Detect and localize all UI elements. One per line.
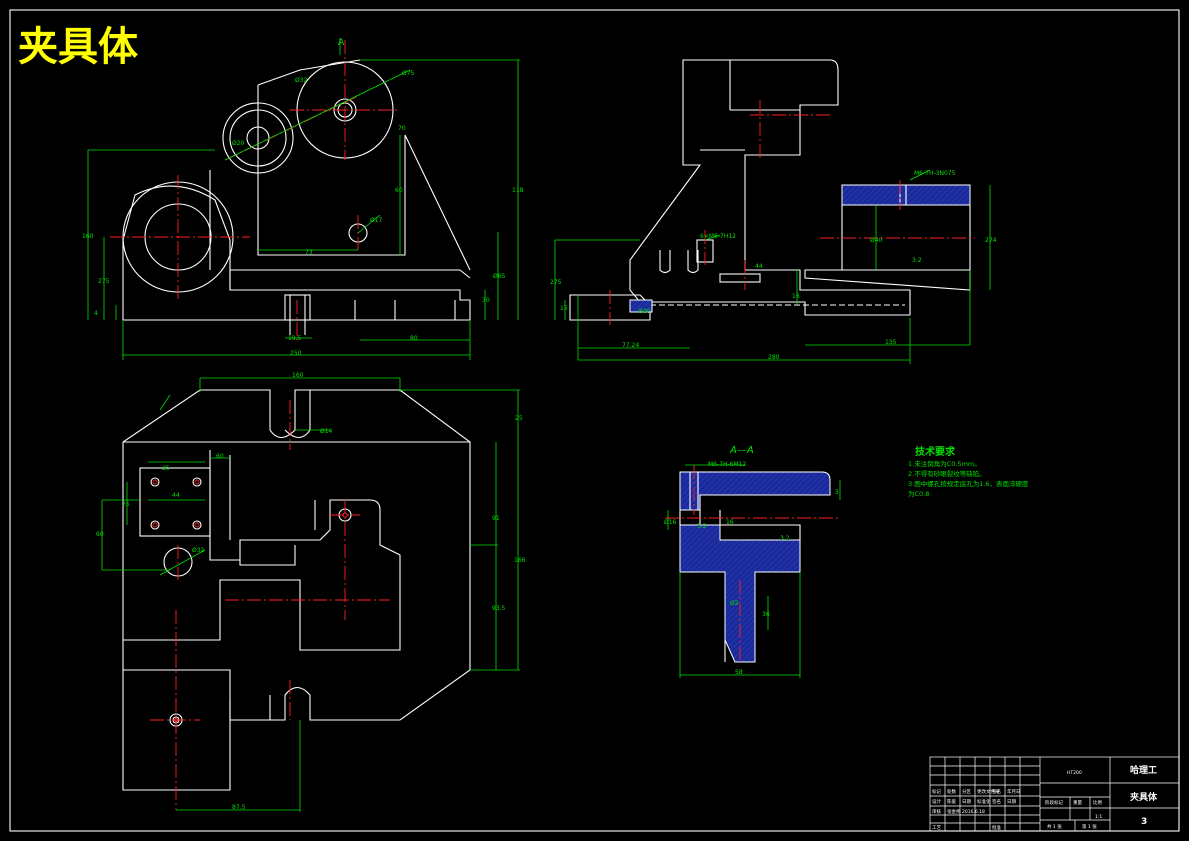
tech-req-line-3: 3.图中螺孔按规定底孔为1.6，表面淬硬度 [908,479,1029,488]
dim-section-m6: M6-7H-6M12 [708,461,746,468]
dim-side-275: 275 [550,279,562,286]
dim-plan-87-5: 87.5 [232,804,246,811]
dim-section-36: 36 [762,611,770,618]
dim-side-15: 15 [560,305,568,312]
dim-front-phi32: Ø32 [295,77,308,84]
dim-front-4: 4 [94,310,98,317]
tech-req-line-4: 为C0.8 [908,489,929,498]
tb-scale: 1:1 [1095,814,1102,820]
dim-front-phi17: Ø17 [370,217,383,224]
tech-req-heading: 技术要求 [915,445,956,458]
dim-side-3-2: 3.2 [912,257,922,264]
dim-section-3-2-b: 3.2 [780,535,790,542]
dim-front-phi75: Ø75 [402,70,415,77]
tb-row1-col5: 签名 [992,788,1001,795]
dim-front-73: 73 [305,249,313,256]
dim-plan-60-b: 60 [216,453,224,460]
dim-front-275: 275 [98,278,110,285]
dim-side-m6-3n075: M6-7H-3N075 [914,170,956,177]
dim-side-135: 135 [885,339,897,346]
dim-plan-25-c: 25 [162,465,170,472]
dim-side-phi40-b: Ø40 [638,308,651,315]
tech-requirements: 技术要求 1.未注倒角为C0.5mm。 2.不得有砂眼裂纹等缺陷。 3.图中螺孔… [908,445,1029,498]
tb-row2-col3: 日期 [962,799,971,805]
tb-col-stage: 阶段标记 [1045,799,1063,806]
tb-row1-col6: 年月日 [1007,788,1021,795]
front-view: Ø75 Ø32 Ø20 70 160 275 73 Ø17 60 30 4 19… [82,38,524,360]
dim-plan-91: 91 [492,515,500,522]
dim-plan-phi14: Ø14 [320,428,333,435]
tb-row3-col2: 张金桥 [947,808,961,815]
tb-row1-col4: 更改文件号 [977,788,1000,795]
tb-sheet-index: 第 1 张 [1082,823,1097,830]
dim-section-phi2: Ø2 [730,600,739,607]
tb-row2-col1: 设计 [932,798,941,805]
dim-front-30: 30 [482,297,490,304]
tb-sheet-total: 共 1 张 [1047,823,1062,830]
tb-row4-col2: 批准 [992,824,1001,831]
tb-drawing-no: 3 [1141,817,1147,827]
view-marker-a: A [338,38,345,48]
tb-row4-col1: 工艺 [932,825,941,831]
tb-col-scale: 比例 [1093,799,1102,806]
dim-side-77-24: 77.24 [622,342,639,349]
dim-side-44: 44 [755,263,763,270]
dim-front-80: 80 [410,335,418,342]
dim-front-phi20: Ø20 [232,140,245,147]
tb-row1-col1: 标记 [932,788,941,795]
dim-side-280: 280 [768,354,780,361]
dim-plan-25-b: 25 [122,501,130,508]
tb-row2-col4: 标准化 [977,798,991,805]
dim-plan-phi32: Ø32 [192,547,205,554]
dim-front-160: 160 [82,233,94,240]
tech-req-line-2: 2.不得有砂眼裂纹等缺陷。 [908,469,986,478]
tb-row1-col3: 分区 [962,788,971,795]
dim-section-16: 16 [726,519,734,526]
tb-row2-col6: 日期 [1007,799,1016,805]
side-view: 6×M6-7H12 M6-7H-3N075 3.2 Ø40 274 15 16 … [550,59,997,364]
dim-section-3: 3 [835,489,839,496]
dim-side-phi40: Ø40 [870,237,883,244]
section-a-a: A—A M6-7H-6M12 Ø16 16 3.2 3.2 36 58 Ø2 3 [664,445,841,678]
dim-side-16: 16 [792,293,800,300]
dim-front-phi65: Ø65 [493,273,506,280]
dim-front-118: 118 [512,187,524,194]
dim-plan-166: 166 [514,557,526,564]
plan-view: 160 25 Ø14 60 25 44 25 60 Ø32 91 166 93.… [96,372,526,812]
dim-front-250: 250 [290,350,302,357]
dim-section-58: 58 [735,669,743,676]
dim-side-274: 274 [985,237,997,244]
tech-req-line-1: 1.未注倒角为C0.5mm。 [908,459,981,468]
dim-front-60: 60 [395,187,403,194]
tb-col-weight: 重量 [1073,799,1082,806]
dim-section-phi16: Ø16 [664,519,677,526]
dim-plan-60: 60 [96,531,104,538]
dim-plan-93-5: 93.5 [492,605,506,612]
section-label: A—A [729,445,754,456]
title-block: 标记 处数 分区 更改文件号 签名 年月日 设计 陈俊 日期 标准化 签名 日期… [929,756,1180,832]
sheet-border [9,9,1180,832]
dim-section-3-2: 3.2 [697,523,707,530]
tb-row2-col2: 陈俊 [947,798,956,805]
dim-front-19-5: 19.5 [288,335,302,342]
tb-school: 哈理工 [1130,764,1157,776]
tb-part-name: 夹具体 [1130,791,1158,803]
dim-side-6xm6: 6×M6-7H12 [700,233,736,240]
tb-row3-col3: 2016.6.18 [962,809,985,815]
tb-row1-col2: 处数 [947,788,956,795]
dim-plan-160: 160 [292,372,304,379]
drawing-title: 夹具体 [18,23,138,70]
dim-front-70: 70 [398,125,406,132]
tb-row2-col5: 签名 [992,798,1001,805]
tb-material: HT200 [1067,770,1082,776]
tb-row3-col1: 审核 [932,808,941,815]
dim-plan-44: 44 [172,492,180,499]
dim-plan-25: 25 [515,415,523,422]
